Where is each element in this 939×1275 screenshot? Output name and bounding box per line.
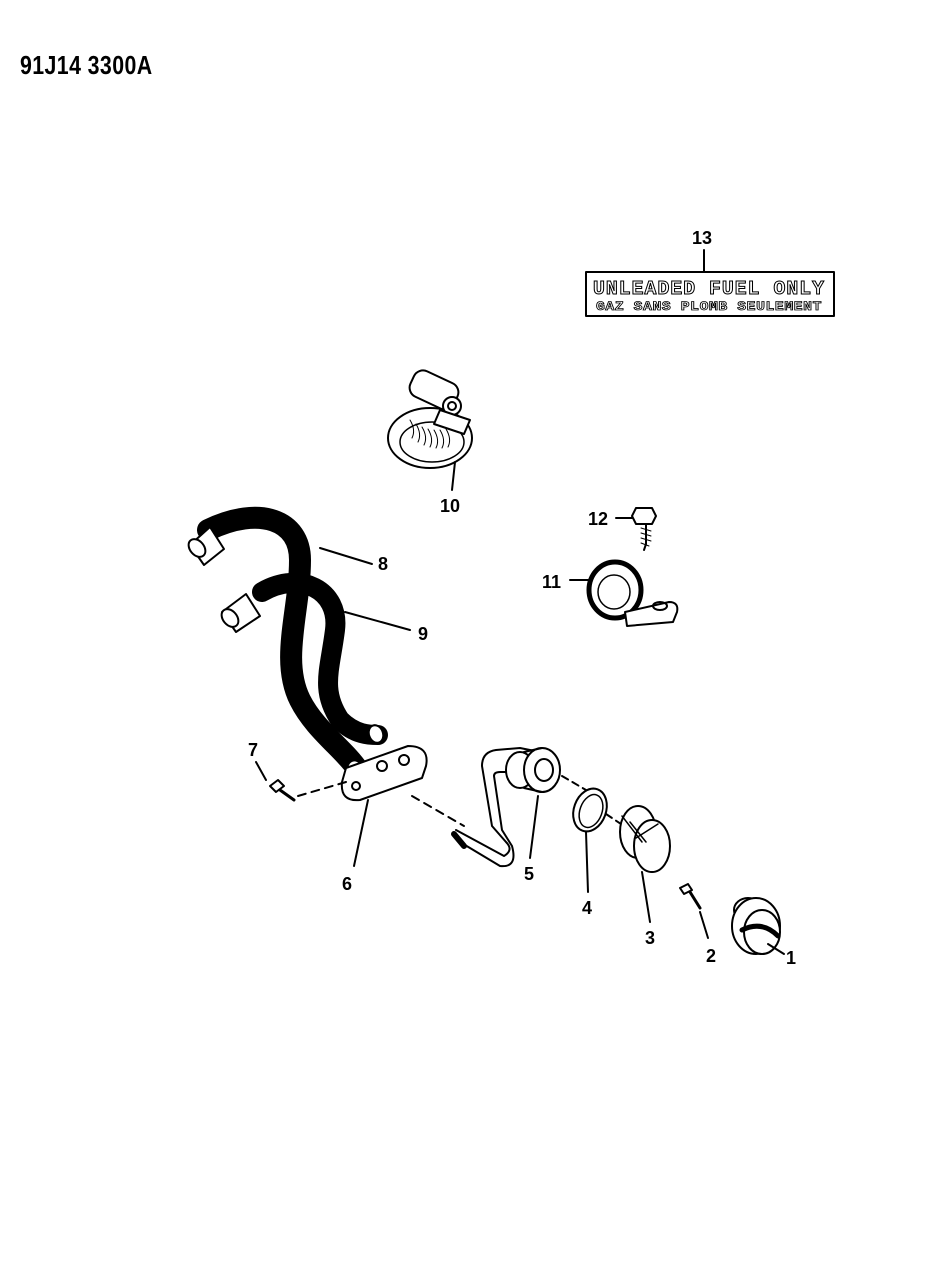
filler-tube bbox=[411, 747, 547, 868]
callout-9: 9 bbox=[418, 624, 428, 644]
hose-flange bbox=[297, 725, 428, 867]
vent-hose-large bbox=[187, 506, 373, 781]
p-clip bbox=[569, 559, 679, 627]
fuel-cap bbox=[731, 897, 785, 955]
callout-7: 7 bbox=[248, 740, 258, 760]
filler-neck-grommet bbox=[505, 747, 587, 859]
ring-gasket bbox=[572, 787, 625, 893]
callout-2: 2 bbox=[706, 946, 716, 966]
callout-6: 6 bbox=[342, 874, 352, 894]
callout-4: 4 bbox=[582, 898, 592, 918]
callout-3: 3 bbox=[645, 928, 655, 948]
callout-11: 11 bbox=[542, 572, 561, 592]
filler-housing bbox=[619, 805, 671, 923]
callout-1: 1 bbox=[786, 948, 796, 968]
callout-12: 12 bbox=[588, 509, 608, 529]
callout-10: 10 bbox=[440, 496, 460, 516]
bolt bbox=[255, 761, 296, 802]
hose-clamp bbox=[387, 369, 473, 491]
figure-code: 91J14 3300A bbox=[20, 50, 153, 80]
decal-line-2: GAZ SANS PLOMB SEULEMENT bbox=[596, 300, 822, 314]
screw bbox=[615, 507, 657, 551]
callout-13: 13 bbox=[692, 228, 712, 248]
small-screw bbox=[679, 883, 709, 939]
callout-5: 5 bbox=[524, 864, 534, 884]
decal-line-1: UNLEADED FUEL ONLY bbox=[593, 278, 825, 300]
decal-unleaded-fuel bbox=[585, 249, 835, 317]
callout-8: 8 bbox=[378, 554, 388, 574]
vent-hose-small bbox=[220, 573, 411, 745]
